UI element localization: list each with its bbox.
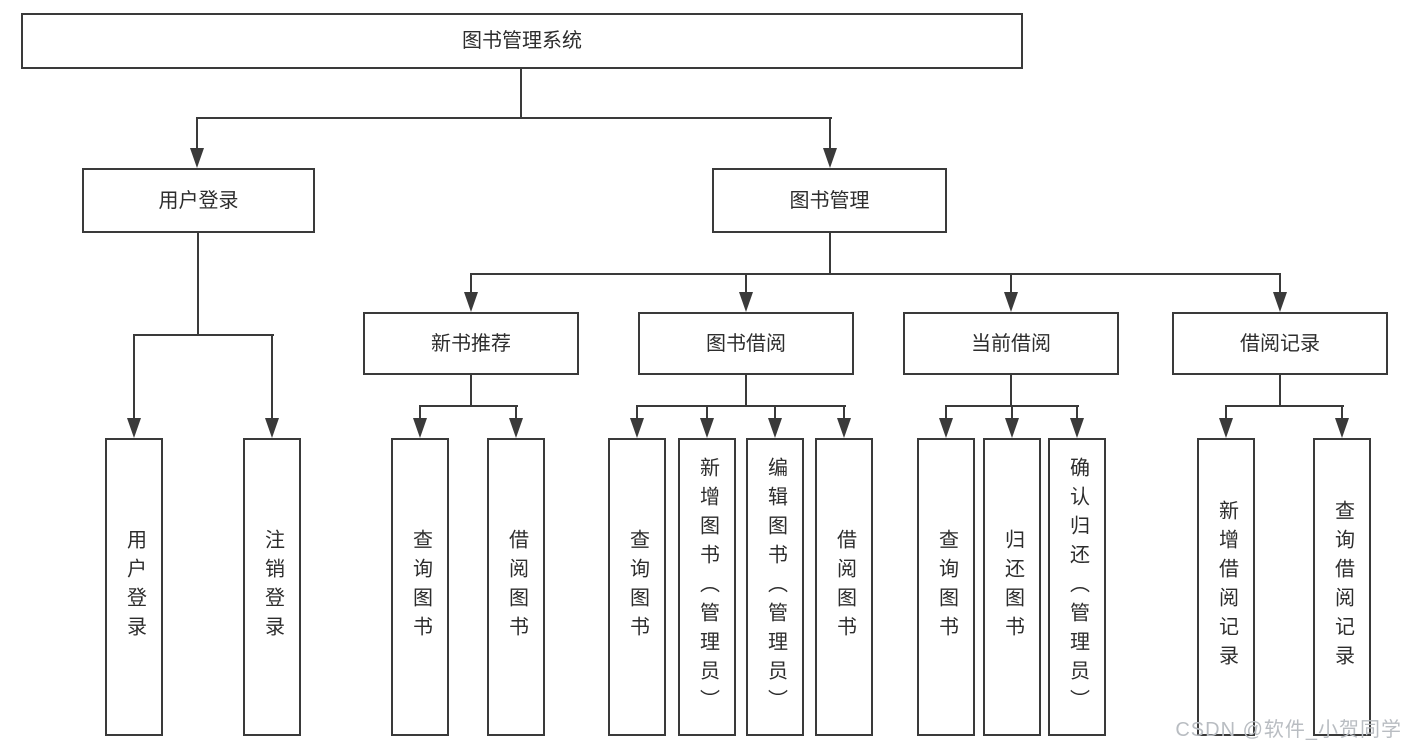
- node-label: 新增借阅记录: [1215, 500, 1238, 674]
- node-label: 查询图书: [409, 529, 432, 645]
- connector-line: [196, 117, 832, 119]
- connector-line: [1010, 274, 1012, 294]
- leaf-edit-books-admin: 编辑图书（管理员）: [746, 438, 804, 736]
- leaf-logout: 注销登录: [243, 438, 301, 736]
- node-book-management: 图书管理: [712, 168, 947, 233]
- connector-line: [515, 406, 517, 420]
- connector-line: [1011, 406, 1013, 420]
- connector-line: [745, 274, 747, 294]
- arrow-down-icon: [413, 418, 427, 438]
- arrow-down-icon: [939, 418, 953, 438]
- connector-line: [419, 406, 421, 420]
- node-label: 借阅图书: [833, 529, 856, 645]
- arrow-down-icon: [1335, 418, 1349, 438]
- node-user-login-branch: 用户登录: [82, 168, 315, 233]
- leaf-query-books-borrow: 查询图书: [608, 438, 666, 736]
- node-label: 用户登录: [123, 529, 146, 645]
- node-label: 图书管理系统: [462, 30, 582, 52]
- arrow-down-icon: [630, 418, 644, 438]
- connector-line: [470, 373, 472, 407]
- connector-line: [1279, 274, 1281, 294]
- connector-line: [133, 335, 135, 420]
- node-label: 新增图书（管理员）: [696, 456, 719, 718]
- node-label: 借阅图书: [505, 529, 528, 645]
- node-label: 图书借阅: [706, 332, 786, 355]
- leaf-return-books: 归还图书: [983, 438, 1041, 736]
- csdn-watermark: CSDN @软件_小贺同学: [1175, 719, 1402, 741]
- connector-line: [1225, 406, 1227, 420]
- connector-line: [1076, 406, 1078, 420]
- connector-line: [1225, 405, 1344, 407]
- arrow-down-icon: [1070, 418, 1084, 438]
- connector-line: [1279, 373, 1281, 407]
- connector-line: [636, 406, 638, 420]
- node-label: 用户登录: [158, 189, 239, 212]
- arrow-down-icon: [127, 418, 141, 438]
- leaf-add-books-admin: 新增图书（管理员）: [678, 438, 736, 736]
- node-library-management-system: 图书管理系统: [21, 13, 1023, 69]
- node-label: 编辑图书（管理员）: [764, 456, 787, 718]
- connector-line: [520, 69, 522, 118]
- leaf-borrow-books-recommend: 借阅图书: [487, 438, 545, 736]
- connector-line: [1341, 406, 1343, 420]
- connector-line: [829, 118, 831, 150]
- connector-line: [843, 406, 845, 420]
- node-borrowing-records: 借阅记录: [1172, 312, 1388, 375]
- connector-line: [636, 405, 846, 407]
- leaf-query-borrow-record: 查询借阅记录: [1313, 438, 1371, 736]
- node-label: 新书推荐: [431, 332, 511, 355]
- arrow-down-icon: [823, 148, 837, 168]
- leaf-user-login: 用户登录: [105, 438, 163, 736]
- arrow-down-icon: [700, 418, 714, 438]
- node-label: 注销登录: [261, 529, 284, 645]
- connector-line: [470, 274, 472, 294]
- arrow-down-icon: [1273, 292, 1287, 312]
- arrow-down-icon: [1219, 418, 1233, 438]
- leaf-add-borrow-record: 新增借阅记录: [1197, 438, 1255, 736]
- arrow-down-icon: [1004, 292, 1018, 312]
- leaf-query-books-recommend: 查询图书: [391, 438, 449, 736]
- node-new-book-recommendation: 新书推荐: [363, 312, 579, 375]
- arrow-down-icon: [768, 418, 782, 438]
- connector-line: [470, 273, 1281, 275]
- connector-line: [196, 118, 198, 150]
- node-book-borrowing: 图书借阅: [638, 312, 854, 375]
- arrow-down-icon: [509, 418, 523, 438]
- connector-line: [706, 406, 708, 420]
- arrow-down-icon: [739, 292, 753, 312]
- node-label: 查询图书: [626, 529, 649, 645]
- connector-line: [945, 406, 947, 420]
- connector-line: [271, 335, 273, 420]
- connector-line: [197, 233, 199, 336]
- arrow-down-icon: [464, 292, 478, 312]
- arrow-down-icon: [1005, 418, 1019, 438]
- arrow-down-icon: [837, 418, 851, 438]
- arrow-down-icon: [265, 418, 279, 438]
- arrow-down-icon: [190, 148, 204, 168]
- node-label: 图书管理: [789, 189, 870, 212]
- leaf-borrow-books: 借阅图书: [815, 438, 873, 736]
- node-current-borrowing: 当前借阅: [903, 312, 1119, 375]
- connector-line: [419, 405, 518, 407]
- leaf-confirm-return-admin: 确认归还（管理员）: [1048, 438, 1106, 736]
- connector-line: [745, 373, 747, 407]
- node-label: 查询图书: [935, 529, 958, 645]
- node-label: 查询借阅记录: [1331, 500, 1354, 674]
- leaf-query-books-current: 查询图书: [917, 438, 975, 736]
- connector-line: [829, 233, 831, 275]
- node-label: 当前借阅: [971, 332, 1051, 355]
- node-label: 确认归还（管理员）: [1066, 456, 1089, 718]
- connector-line: [1010, 373, 1012, 407]
- node-label: 借阅记录: [1240, 332, 1320, 355]
- node-label: 归还图书: [1001, 529, 1024, 645]
- connector-line: [133, 334, 274, 336]
- connector-line: [774, 406, 776, 420]
